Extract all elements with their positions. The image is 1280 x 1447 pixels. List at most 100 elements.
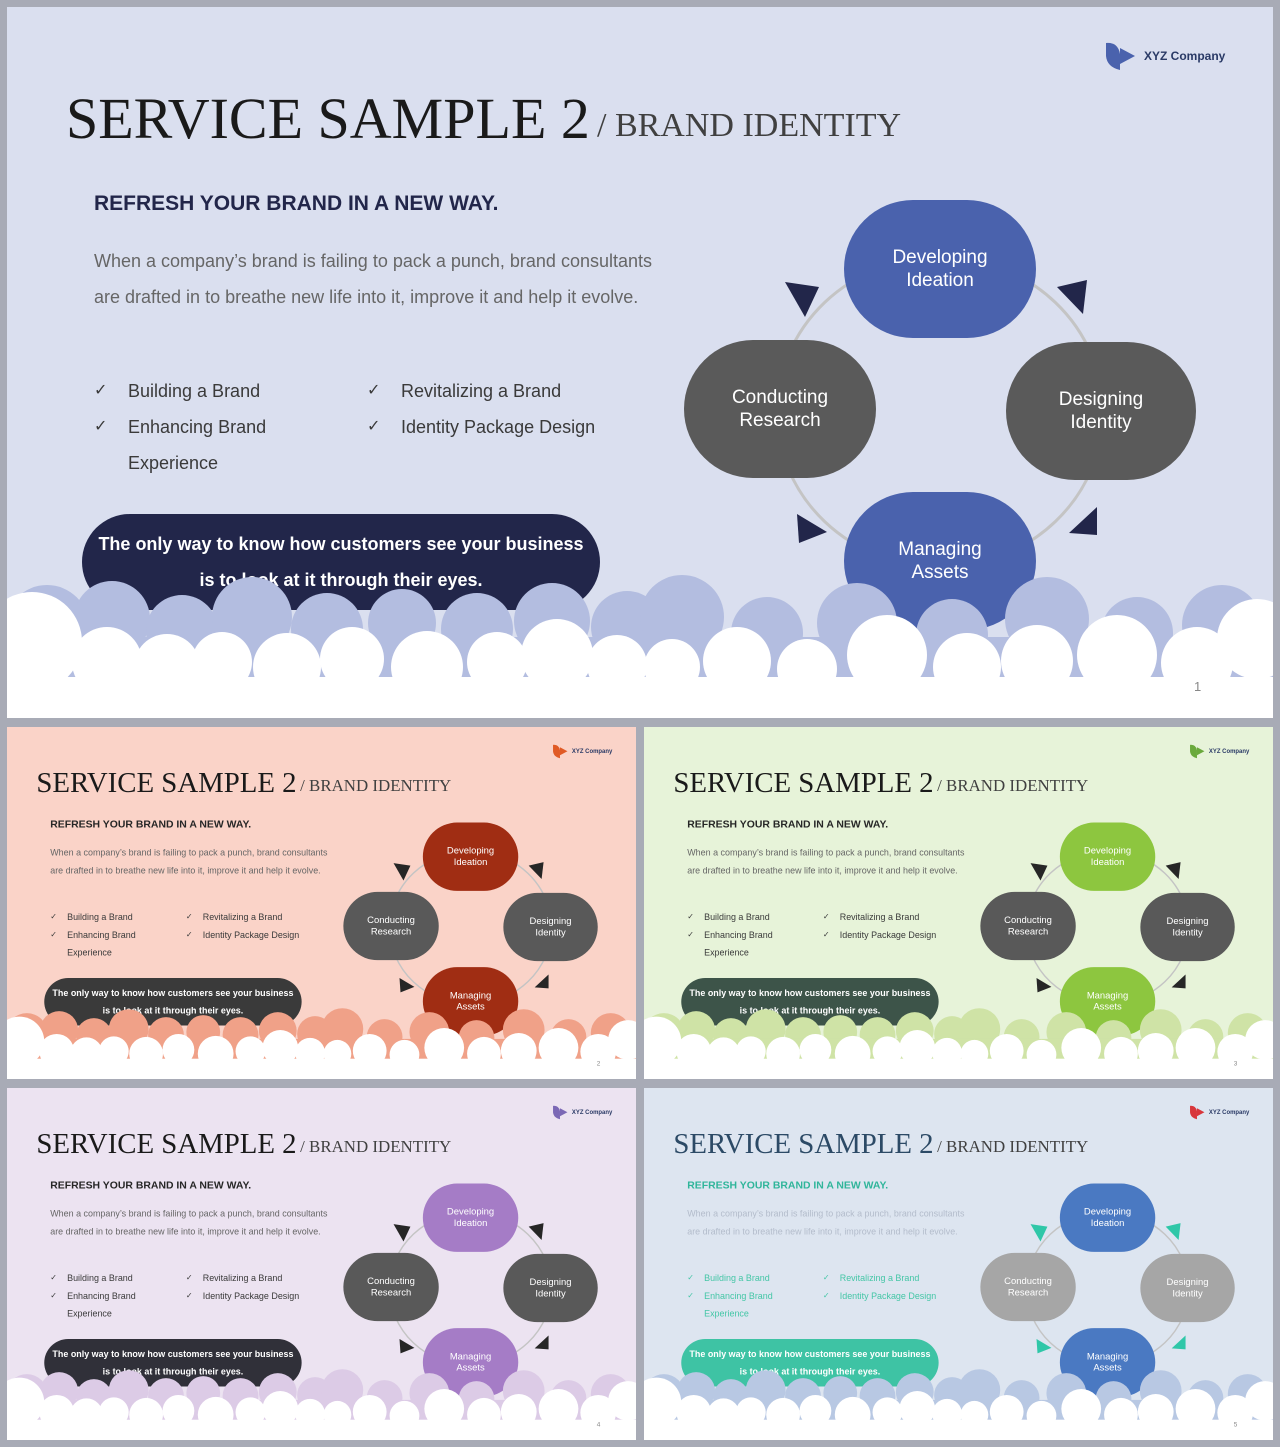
logo-mark-icon [553,744,568,759]
quote-banner: The only way to know how customers see y… [82,514,600,610]
check-icon: ✓ [687,1291,694,1300]
logo-text: XYZ Company [571,747,613,755]
process-cycle-diagram: Developing Ideation Designing Identity M… [972,816,1240,1039]
cycle-node-designing-identity: Designing Identity [1006,342,1196,480]
node-label: Ideation [453,1218,488,1229]
check-icon: ✓ [822,930,830,939]
quote-line: The only way to know how customers see y… [52,1348,294,1359]
node-label: Developing [1083,845,1132,857]
list-item-label: Building a Brand [128,381,261,401]
page-title: SERVICE SAMPLE 2 [66,86,590,151]
node-label: Managing [449,1351,492,1362]
list-item-label: Building a Brand [67,912,133,923]
cycle-node-conducting-research: Conducting Research [343,891,439,961]
logo-text: XYZ Company [1208,747,1250,755]
section-heading: REFRESH YOUR BRAND IN A NEW WAY. [94,192,499,215]
cycle-node-conducting-research: Conducting Research [684,340,876,478]
list-item-label: Enhancing Brand [67,929,136,940]
list-item-label: Experience [704,1308,749,1319]
arrow-icon [399,978,415,993]
page-number: 3 [1233,1059,1238,1068]
node-label: Conducting [1004,1276,1052,1287]
list-item-label: Identity Package Design [839,1290,937,1301]
node-label: Assets [911,562,969,583]
check-icon: ✓ [50,1273,57,1283]
list-item-label: Experience [128,453,219,473]
list-item-label: Enhancing Brand [704,1290,773,1301]
node-label: Developing [892,247,988,268]
section-heading: REFRESH YOUR BRAND IN A NEW WAY. [687,818,889,830]
arrow-icon [1171,974,1186,989]
arrow-icon [528,862,544,879]
arrow-icon [534,1335,549,1350]
cloud-decoration [644,1369,1273,1440]
cycle-node-conducting-research: Conducting Research [980,891,1076,961]
arrow-icon [785,282,819,317]
quote-line: is to look at it through their eyes. [739,1366,881,1377]
page-number: 2 [596,1059,601,1068]
cycle-node-developing-ideation: Developing Ideation [422,822,519,891]
logo-mark-icon [1190,1105,1205,1120]
slide-canvas: XYZ Company SERVICE SAMPLE 2 / BRAND IDE… [7,727,636,1079]
check-icon: ✓ [822,1291,830,1300]
quote-banner: The only way to know how customers see y… [44,1339,302,1387]
node-label: Managing [449,990,492,1001]
quote-banner: The only way to know how customers see y… [44,978,302,1026]
page-subtitle: / BRAND IDENTITY [300,776,452,795]
page-number: 4 [596,1420,601,1429]
node-label: Identity [1070,412,1132,433]
slide-2[interactable]: XYZ Company SERVICE SAMPLE 2 / BRAND IDE… [7,727,636,1079]
page-title: SERVICE SAMPLE 2 [673,1127,934,1160]
node-label: Assets [456,1001,485,1013]
node-label: Ideation [453,857,488,868]
intro-paragraph: When a company’s brand is failing to pac… [50,1208,328,1237]
node-label: Designing [1058,389,1144,410]
arrow-icon [797,514,827,543]
list-item-label: Enhancing Brand [704,929,773,940]
arrow-icon [1069,507,1097,535]
page-title: SERVICE SAMPLE 2 [673,766,934,799]
list-item-label: Experience [67,1308,112,1319]
list-item-label: Revitalizing a Brand [202,1273,283,1284]
quote-line: is to look at it through their eyes. [739,1005,881,1016]
cycle-node-designing-identity: Designing Identity [1140,1253,1235,1323]
cycle-node-conducting-research: Conducting Research [343,1252,439,1322]
company-logo: XYZ Company [552,1104,612,1120]
node-label: Managing [1086,990,1129,1001]
process-cycle-diagram: Developing Ideation Designing Identity M… [972,1177,1240,1400]
slide-4[interactable]: XYZ Company SERVICE SAMPLE 2 / BRAND IDE… [7,1088,636,1440]
company-logo: XYZ Company [1189,1104,1249,1120]
slide-canvas: XYZ Company SERVICE SAMPLE 2 / BRAND IDE… [7,7,1273,718]
list-item-label: Building a Brand [67,1273,133,1284]
arrow-icon [399,1339,415,1354]
logo-text: XYZ Company [571,1108,613,1116]
node-label: Research [1007,1287,1049,1298]
list-item-label: Revitalizing a Brand [401,381,562,401]
intro-paragraph: When a company’s brand is failing to pac… [687,1208,965,1237]
node-label: Managing [1086,1351,1129,1362]
node-label: Developing [1083,1206,1132,1218]
check-icon: ✓ [185,912,193,922]
cloud-decoration [7,1369,636,1440]
check-icon: ✓ [367,382,381,399]
page-number: 5 [1233,1420,1238,1429]
page-title: SERVICE SAMPLE 2 [36,766,297,799]
section-heading: REFRESH YOUR BRAND IN A NEW WAY. [50,1179,252,1191]
node-label: Identity [1172,1288,1203,1299]
slide-3[interactable]: XYZ Company SERVICE SAMPLE 2 / BRAND IDE… [644,727,1273,1079]
slide-5[interactable]: XYZ Company SERVICE SAMPLE 2 / BRAND IDE… [644,1088,1273,1440]
logo-mark-icon [1106,42,1135,70]
slide-1[interactable]: XYZ Company SERVICE SAMPLE 2 / BRAND IDE… [7,7,1273,718]
cycle-node-designing-identity: Designing Identity [503,1253,598,1323]
node-label: Research [1007,926,1049,937]
list-item-label: Revitalizing a Brand [839,912,920,923]
node-label: Developing [446,1206,495,1218]
node-label: Designing [529,1277,572,1288]
cycle-node-designing-identity: Designing Identity [503,892,598,962]
check-icon: ✓ [687,1273,694,1283]
cycle-node-conducting-research: Conducting Research [980,1252,1076,1322]
process-cycle-diagram: Developing Ideation Designing Identity M… [335,1177,603,1400]
quote-line: is to look at it through their eyes. [102,1005,244,1016]
slide-canvas: XYZ Company SERVICE SAMPLE 2 / BRAND IDE… [7,1088,636,1440]
quote-line: The only way to know how customers see y… [689,987,931,998]
